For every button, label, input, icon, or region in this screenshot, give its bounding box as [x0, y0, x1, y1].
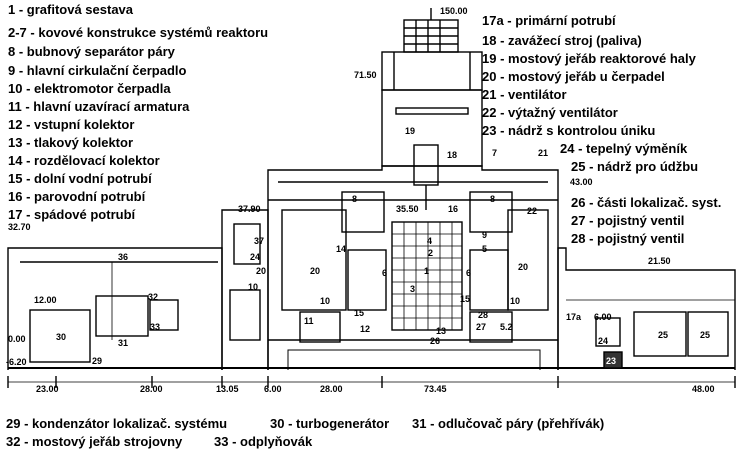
- legend-item-29: 29 - kondenzátor lokalizač. systému: [6, 416, 228, 431]
- callout-6-left: 6: [382, 268, 388, 278]
- dimension-28-00-left: 28.00: [140, 384, 163, 394]
- legend-item-25: 25 - nádrž pro údžbu: [571, 159, 699, 174]
- legend-item-30: 30 - turbogenerátor: [270, 416, 390, 431]
- legend-item-27: 27 - pojistný ventil: [571, 213, 685, 228]
- dimension-23-00: 23.00: [36, 384, 59, 394]
- elevation-35-50: 35.50: [396, 204, 419, 214]
- elevation-0-00: 0.00: [8, 334, 26, 344]
- legend-item-10: 10 - elektromotor čerpadla: [8, 81, 171, 96]
- legend-item-26: 26 - části lokalizač. syst.: [571, 195, 722, 210]
- elevation-71-50: 71.50: [354, 70, 377, 80]
- legend-item-19: 19 - mostový jeřáb reaktorové haly: [482, 51, 696, 66]
- legend-item-16: 16 - parovodní potrubí: [8, 189, 146, 204]
- dimension-48-00: 48.00: [692, 384, 715, 394]
- legend-item-13: 13 - tlakový kolektor: [8, 135, 133, 150]
- callout-9: 9: [482, 230, 488, 240]
- callout-19: 19: [405, 126, 416, 136]
- callout-23: 23: [606, 356, 617, 366]
- callout-12: 12: [360, 324, 371, 334]
- legend-item-22: 22 - výtažný ventilátor: [482, 105, 618, 120]
- callout-1: 1: [424, 266, 430, 276]
- callout-8-right: 8: [490, 194, 496, 204]
- callout-26: 26: [430, 336, 441, 346]
- elevation-6-00: 6.00: [594, 312, 612, 322]
- callout-29: 29: [92, 356, 103, 366]
- callout-5: 5: [482, 244, 488, 254]
- callout-33: 33: [150, 322, 161, 332]
- callout-11: 11: [304, 316, 314, 326]
- dimension-73-45: 73.45: [424, 384, 447, 394]
- legend-item-8: 8 - bubnový separátor páry: [8, 44, 175, 59]
- elevation-minus-6-20: -6.20: [6, 357, 27, 367]
- elevation-43-00: 43.00: [570, 177, 593, 187]
- legend-item-32: 32 - mostový jeřáb strojovny: [6, 434, 183, 449]
- callout-20-far-left: 20: [256, 266, 267, 276]
- callout-10-left: 10: [320, 296, 331, 306]
- elevation-37-90: 37.90: [238, 204, 261, 214]
- callout-16: 16: [448, 204, 459, 214]
- legend-item-28: 28 - pojistný ventil: [571, 231, 685, 246]
- callout-36: 36: [118, 252, 129, 262]
- legend-item-21: 21 - ventilátor: [482, 87, 567, 102]
- legend-item-2-7: 2-7 - kovové konstrukce systémů reaktoru: [8, 25, 269, 40]
- callout-10-far-left: 10: [248, 282, 259, 292]
- legend-item-15: 15 - dolní vodní potrubí: [8, 171, 152, 186]
- legend-item-17a: 17a - primární potrubí: [482, 13, 616, 28]
- elevation-12-00: 12.00: [34, 295, 57, 305]
- callout-30: 30: [56, 332, 67, 342]
- dimension-13-05: 13.05: [216, 384, 239, 394]
- callout-15-right: 15: [460, 294, 471, 304]
- legend-item-17: 17 - spádové potrubí: [8, 207, 136, 222]
- legend-item-33: 33 - odplyňovák: [214, 434, 313, 449]
- dimension-28-00-right: 28.00: [320, 384, 343, 394]
- legend-item-20: 20 - mostový jeřáb u čerpadel: [482, 69, 665, 84]
- callout-2: 2: [428, 248, 434, 258]
- callout-15-left: 15: [354, 308, 365, 318]
- callout-6-right: 6: [466, 268, 472, 278]
- legend-item-11: 11 - hlavní uzavírací armatura: [8, 99, 190, 114]
- callout-37: 37: [254, 236, 265, 246]
- callout-21: 21: [538, 148, 549, 158]
- callout-4: 4: [427, 236, 433, 246]
- callout-32: 32: [148, 292, 159, 302]
- callout-22: 22: [527, 206, 538, 216]
- legend-item-18: 18 - zavážecí stroj (paliva): [482, 33, 642, 48]
- callout-18: 18: [447, 150, 458, 160]
- callout-25-right: 25: [700, 330, 711, 340]
- callout-7: 7: [492, 148, 498, 158]
- callout-14: 14: [336, 244, 347, 254]
- callout-31: 31: [118, 338, 129, 348]
- callout-20-right: 20: [518, 262, 529, 272]
- elevation-21-50: 21.50: [648, 256, 671, 266]
- callout-24-left: 24: [250, 252, 261, 262]
- elevation-150: 150.00: [440, 6, 468, 16]
- callout-8-left: 8: [352, 194, 358, 204]
- legend-item-12: 12 - vstupní kolektor: [8, 117, 135, 132]
- callout-20-left: 20: [310, 266, 321, 276]
- elevation-32-70: 32.70: [8, 222, 31, 232]
- elevation-5-2: 5.2: [500, 322, 513, 332]
- legend-item-1: 1 - grafitová sestava: [8, 2, 134, 17]
- legend-item-14: 14 - rozdělovací kolektor: [8, 153, 160, 168]
- callout-27: 27: [476, 322, 487, 332]
- callout-13: 13: [436, 326, 447, 336]
- legend-item-9: 9 - hlavní cirkulační čerpadlo: [8, 63, 187, 78]
- legend-item-31: 31 - odlučovač páry (přehřívák): [412, 416, 605, 431]
- dimension-6-00: 6.00: [264, 384, 282, 394]
- callout-3: 3: [410, 284, 416, 294]
- callout-10-right: 10: [510, 296, 521, 306]
- callout-28: 28: [478, 310, 489, 320]
- callout-24-right: 24: [598, 336, 609, 346]
- callout-17a: 17a: [566, 312, 582, 322]
- callout-25-left: 25: [658, 330, 669, 340]
- legend-item-24: 24 - tepelný výměník: [560, 141, 688, 156]
- legend-item-23: 23 - nádrž s kontrolou úniku: [482, 123, 656, 138]
